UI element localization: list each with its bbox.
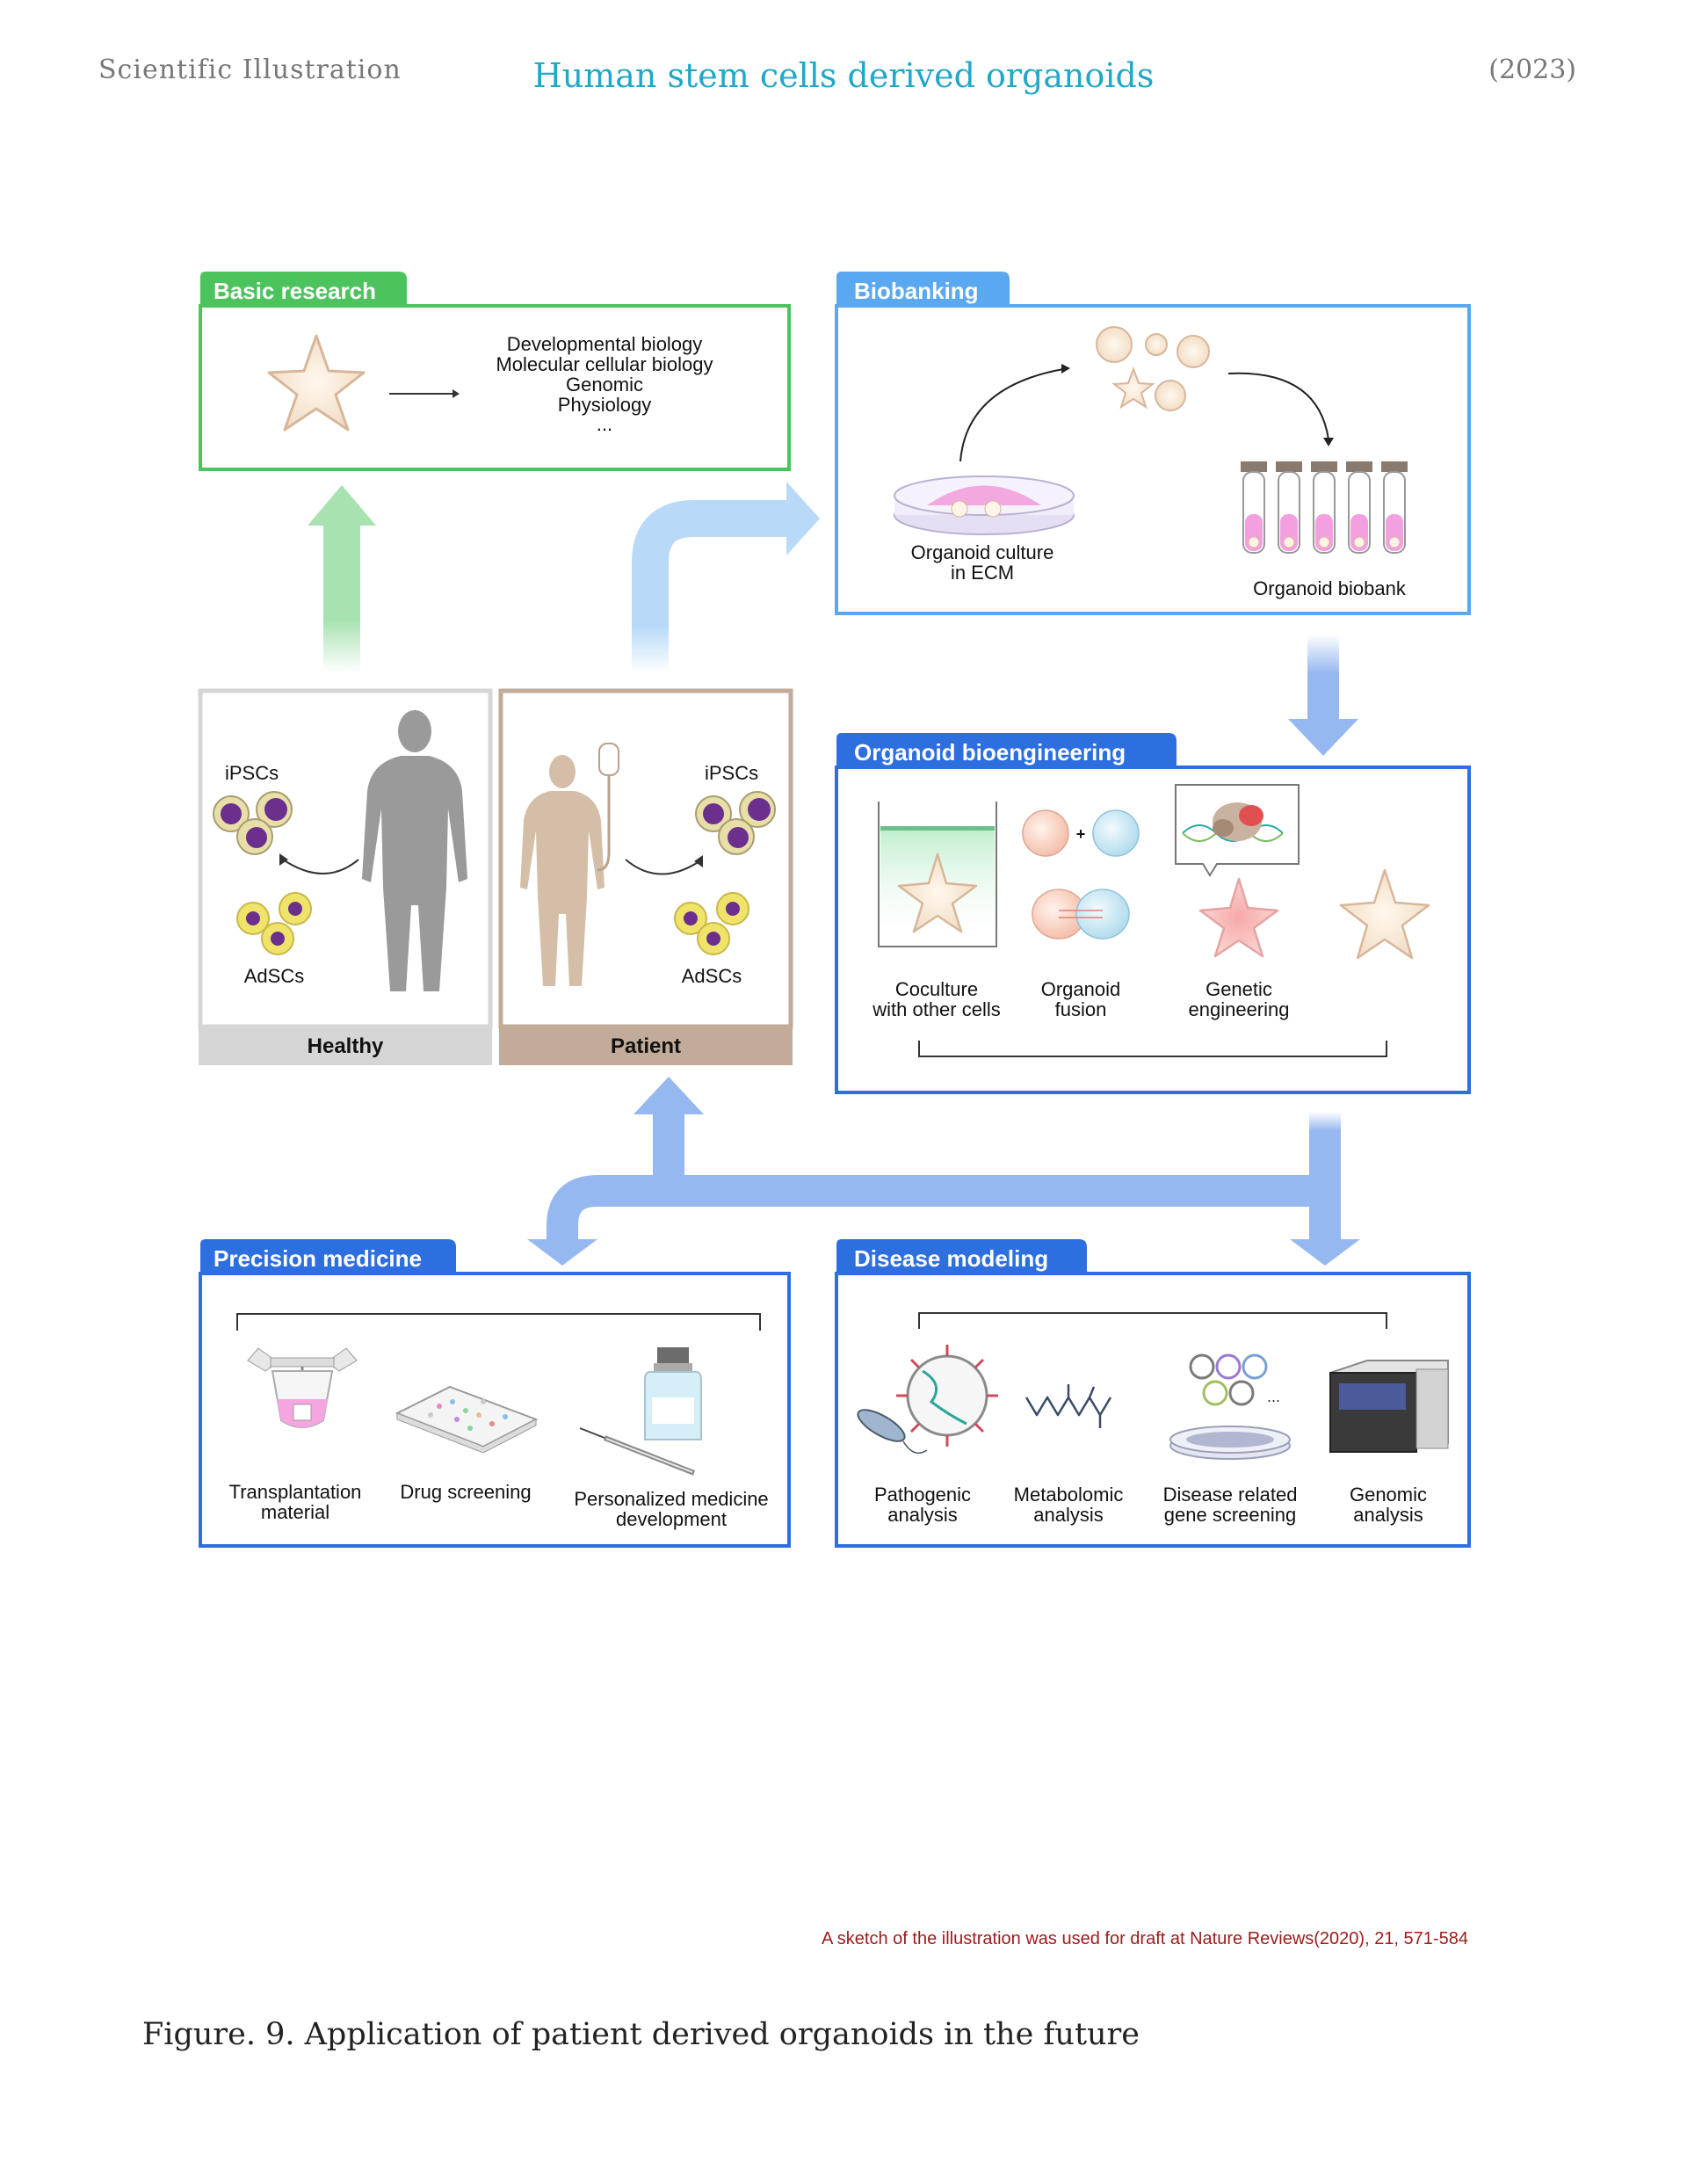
gene-screening-label-2: gene screening [1164, 1504, 1296, 1526]
patient-ipscs-label: iPSCs [705, 762, 758, 784]
iv-drip-icon [597, 743, 619, 872]
research-item-3: Genomic [566, 374, 643, 395]
panel-organoid-bioengineering: Organoid bioengineering Coculture with o… [835, 733, 1471, 1094]
figure-caption: Figure. 9. Application of patient derive… [142, 2017, 1140, 2052]
coculture-well-icon [878, 802, 997, 947]
engineered-organoid-icon [1198, 877, 1279, 958]
metabolomic-label-2: analysis [1033, 1504, 1103, 1526]
biobank-tubes-icon [1241, 461, 1408, 554]
virus-bacteria-icon [857, 1345, 998, 1455]
adsc-cells-icon [674, 892, 749, 955]
metabolomic-label-1: Metabolomic [1014, 1484, 1124, 1506]
organoid-fusion-icon [1022, 809, 1140, 940]
arrow-right-icon [453, 389, 460, 398]
personalized-label-2: development [616, 1508, 727, 1530]
arrow-bioengineering-split [527, 1077, 1360, 1266]
arrow-biobanking-to-bioengineering [1288, 635, 1358, 756]
gene-screening-ellipsis: ... [1267, 1388, 1280, 1405]
fusion-label-2: fusion [1055, 998, 1107, 1020]
basic-research-tab: Basic research [214, 278, 376, 304]
bioreactor-flask-icon [247, 1347, 358, 1428]
coculture-label-2: with other cells [872, 998, 1001, 1020]
adsc-cells-icon [236, 892, 312, 955]
drug-screening-label: Drug screening [400, 1481, 531, 1503]
genomic-label-2: analysis [1353, 1504, 1423, 1526]
genomic-label-1: Genomic [1350, 1484, 1427, 1506]
panel-healthy: Healthy iPSCs AdSCs [198, 688, 493, 1065]
precision-medicine-tab: Precision medicine [214, 1245, 422, 1272]
patient-adscs-label: AdSCs [682, 965, 742, 987]
biobank-label: Organoid biobank [1253, 577, 1407, 599]
research-item-2: Molecular cellular biology [496, 353, 713, 375]
genetic-label-1: Genetic [1206, 978, 1272, 1000]
arrow-patient-to-biobanking [632, 482, 820, 672]
organoid-cluster-icon [1096, 326, 1210, 411]
human-patient-icon [520, 755, 605, 986]
panel-patient: Patient iPSCs AdSCs [498, 688, 793, 1065]
research-item-1: Developmental biology [507, 333, 703, 355]
patient-footer: Patient [611, 1034, 681, 1058]
healthy-footer: Healthy [308, 1034, 384, 1058]
fusion-label-1: Organoid [1041, 978, 1121, 1000]
organoid-star-icon [267, 334, 366, 432]
ipsc-cells-icon [213, 791, 293, 855]
research-item-5: ... [597, 413, 612, 435]
genetic-label-2: engineering [1189, 998, 1290, 1020]
panel-precision-medicine: Precision medicine Transplantation mater… [199, 1239, 791, 1548]
panel-biobanking: Biobanking Organoid culture in ECM [835, 272, 1471, 615]
source-credit: A sketch of the illustration was used fo… [822, 1929, 1468, 1948]
healthy-adscs-label: AdSCs [244, 965, 304, 987]
well-plate-icon [395, 1385, 539, 1454]
research-item-4: Physiology [558, 394, 651, 416]
panel-disease-modeling: Disease modeling Pathogenic analysis Met… [835, 1239, 1471, 1548]
fusion-plus: + [1076, 825, 1086, 843]
bioengineering-tab: Organoid bioengineering [854, 739, 1126, 765]
biobanking-tab: Biobanking [854, 278, 979, 304]
transplant-label-1: Transplantation [229, 1481, 362, 1503]
plasmid-screening-icon [1169, 1353, 1291, 1460]
pathogenic-label-2: analysis [887, 1504, 957, 1526]
sequencer-icon [1329, 1360, 1449, 1454]
header-year: (2023) [1488, 54, 1576, 85]
header-title: Human stem cells derived organoids [532, 56, 1155, 95]
header-section-label: Scientific Illustration [98, 54, 402, 85]
coculture-label-1: Coculture [895, 978, 978, 1000]
culture-label-2: in ECM [951, 562, 1014, 584]
crispr-callout-icon [1175, 784, 1300, 877]
disease-modeling-tab: Disease modeling [854, 1245, 1048, 1272]
metabolite-molecule-icon [1025, 1384, 1112, 1428]
petri-dish-icon [894, 475, 1075, 535]
vial-syringe-icon [579, 1347, 702, 1476]
transplant-label-2: material [261, 1501, 329, 1523]
ipsc-cells-icon [695, 791, 776, 855]
pathogenic-label-1: Pathogenic [874, 1484, 971, 1506]
panel-basic-research: Basic research Developmental biology Mol… [199, 272, 791, 471]
human-silhouette-icon [362, 710, 467, 991]
gene-screening-label-1: Disease related [1163, 1484, 1298, 1506]
healthy-ipscs-label: iPSCs [225, 762, 279, 784]
culture-label-1: Organoid culture [911, 541, 1054, 563]
arrow-healthy-to-basic-research [308, 485, 376, 672]
personalized-label-1: Personalized medicine [574, 1488, 768, 1510]
result-organoid-icon [1339, 868, 1430, 960]
